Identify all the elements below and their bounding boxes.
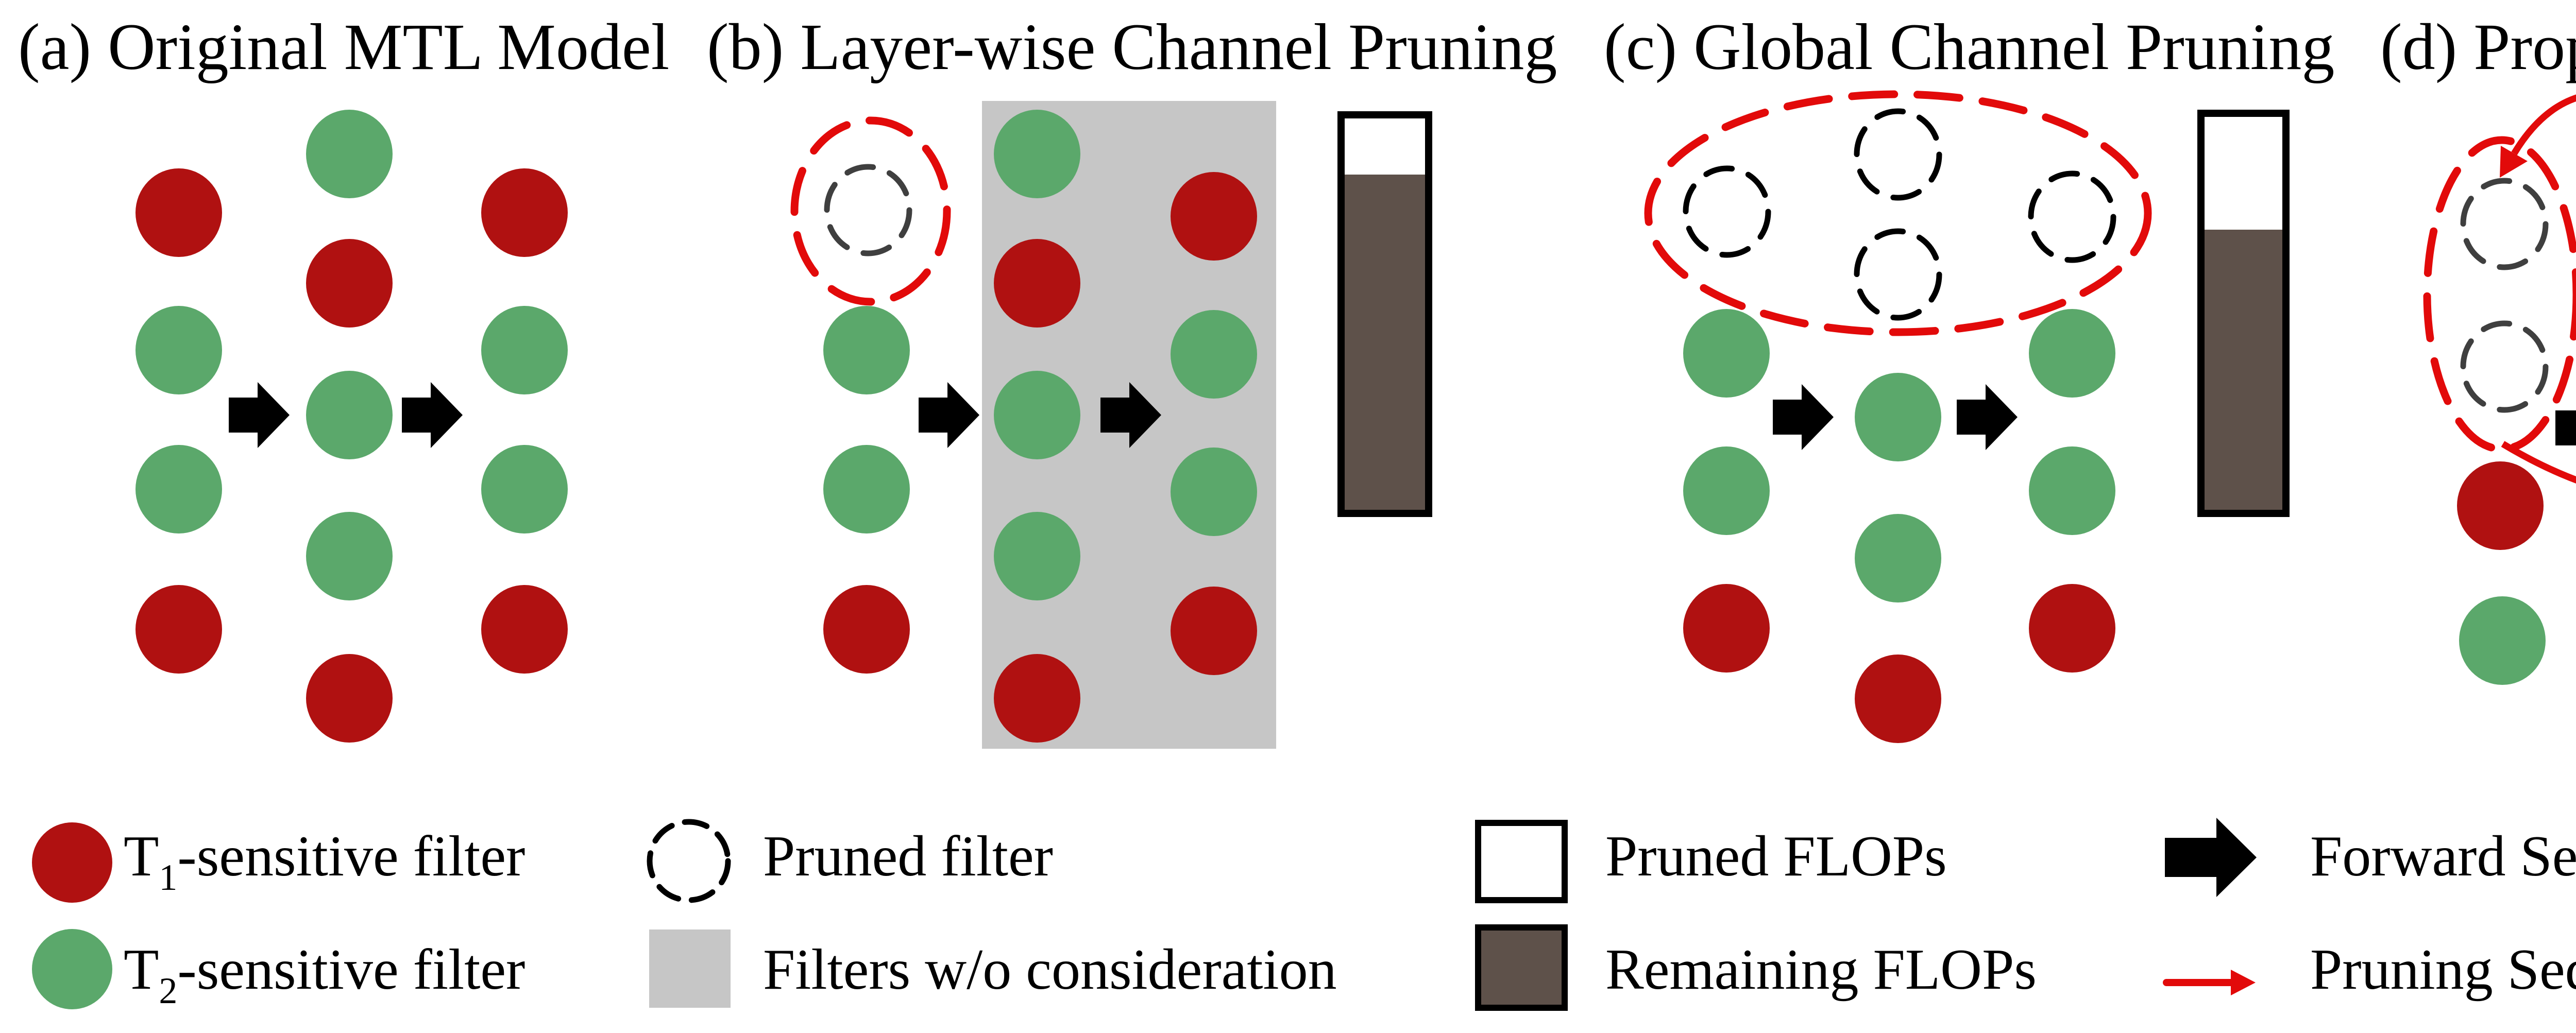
t2-sensitive-filter <box>306 110 393 198</box>
t2-sensitive-filter <box>135 306 222 394</box>
legend-label-pruning-sequence: Pruning Sequence <box>2310 938 2576 1002</box>
t2-sensitive-filter <box>823 306 910 394</box>
forward-sequence-arrow <box>402 382 463 448</box>
panel-a-shapes <box>135 110 568 743</box>
legend-t1-sub: 1 <box>159 857 177 898</box>
legend-label-t1-sensitive-filter: T1-sensitive filter <box>124 824 525 898</box>
forward-sequence-arrow <box>919 382 979 448</box>
pruning-sequence-arrow <box>2501 441 2576 484</box>
t2-sensitive-filter <box>481 445 568 533</box>
t1-sensitive-filter <box>481 585 568 674</box>
legend-swatch-forward-arrow <box>2165 818 2257 897</box>
legend-swatch-remaining-flops <box>1475 924 1568 1011</box>
legend-label-t2-sensitive-filter: T2-sensitive filter <box>124 938 525 1011</box>
t1-sensitive-filter <box>994 654 1080 743</box>
legend-t1-prefix: T <box>124 824 159 888</box>
panel-c-title: (c) Global Channel Pruning <box>1604 10 2334 83</box>
t1-sensitive-filter <box>306 654 393 743</box>
t2-sensitive-filter <box>1171 310 1257 399</box>
legend-swatch-pruned-flops <box>1475 820 1568 903</box>
panel-c-shapes <box>1644 90 2290 743</box>
pruned-filter <box>1683 165 1771 258</box>
legend-label-forward-sequence: Forward Sequence <box>2310 824 2576 888</box>
t1-sensitive-filter <box>135 585 222 674</box>
pruned-filter <box>2460 178 2549 270</box>
legend-swatches <box>32 818 2257 1011</box>
panel-b-title: (b) Layer-wise Channel Pruning <box>707 10 1557 83</box>
t1-sensitive-filter <box>1683 584 1770 673</box>
t2-sensitive-filter <box>2029 446 2115 535</box>
panel-b-shapes <box>790 101 1432 749</box>
legend-label-pruned-flops: Pruned FLOPs <box>1605 824 1947 888</box>
t1-sensitive-filter <box>823 585 910 674</box>
prune-group-ellipse <box>1644 90 2152 336</box>
t1-sensitive-filter <box>306 239 393 328</box>
t1-sensitive-filter <box>1171 172 1257 261</box>
forward-sequence-arrow <box>1100 382 1161 448</box>
pruned-filter <box>2460 320 2549 413</box>
t1-sensitive-filter <box>481 168 568 257</box>
forward-sequence-arrow <box>1773 384 1834 450</box>
flops-bar-remaining <box>2205 230 2282 510</box>
pruned-filter <box>1854 228 1942 321</box>
t2-sensitive-filter <box>823 445 910 533</box>
t2-sensitive-filter <box>135 445 222 533</box>
panel-d-shapes <box>2423 94 2576 685</box>
t2-sensitive-filter <box>1171 447 1257 536</box>
t2-sensitive-filter <box>1683 446 1770 535</box>
panel-d: (d) Proposed Method <box>2380 10 2576 685</box>
prune-group-ellipse <box>2423 136 2576 453</box>
legend-t1-rest: -sensitive filter <box>177 824 525 888</box>
panel-a: (a) Original MTL Model <box>18 10 669 743</box>
panel-b: (b) Layer-wise Channel Pruning <box>707 10 1557 749</box>
forward-sequence-arrow <box>229 382 290 448</box>
pruning-sequence-arrow <box>2511 94 2576 156</box>
t2-sensitive-filter <box>1855 373 1941 461</box>
t2-sensitive-filter <box>306 371 393 459</box>
t1-sensitive-filter <box>994 239 1080 328</box>
pruned-filter <box>2028 170 2116 263</box>
t2-sensitive-filter <box>1855 514 1941 602</box>
t2-sensitive-filter <box>994 110 1080 198</box>
legend-swatch-gray-region <box>649 929 731 1008</box>
panel-d-title: (d) Proposed Method <box>2380 10 2576 83</box>
t2-sensitive-filter <box>994 371 1080 459</box>
legend-t2-sub: 2 <box>159 970 177 1011</box>
t2-sensitive-filter <box>2029 309 2115 398</box>
prune-group-ellipse <box>790 116 951 306</box>
pruning-sequence-arrowhead <box>2500 146 2528 178</box>
legend-swatch-pruned-filter <box>647 819 731 903</box>
forward-sequence-arrow <box>2555 410 2576 445</box>
pruned-filter <box>1854 108 1942 201</box>
legend-swatch-t1_red-circle <box>32 822 112 903</box>
flops-bar-remaining <box>1345 175 1425 510</box>
t1-sensitive-filter <box>135 168 222 257</box>
legend-label-pruned-filter: Pruned filter <box>763 824 1053 888</box>
legend: T1-sensitive filter T2-sensitive filter … <box>32 818 2576 1011</box>
panel-a-title: (a) Original MTL Model <box>18 10 669 83</box>
t2-sensitive-filter <box>994 512 1080 600</box>
t2-sensitive-filter <box>2459 596 2546 685</box>
t2-sensitive-filter <box>481 306 568 394</box>
legend-label-filters-wo-consideration: Filters w/o consideration <box>763 938 1337 1002</box>
forward-sequence-arrow <box>1957 384 2018 450</box>
t1-sensitive-filter <box>1171 587 1257 675</box>
legend-t2-rest: -sensitive filter <box>177 938 525 1002</box>
legend-swatch-pruning-arrowhead <box>2231 970 2256 995</box>
t1-sensitive-filter <box>2457 461 2544 550</box>
pruned-filter <box>824 164 912 256</box>
t2-sensitive-filter <box>1683 309 1770 398</box>
t1-sensitive-filter <box>1855 655 1941 743</box>
t2-sensitive-filter <box>306 512 393 600</box>
legend-t2-prefix: T <box>124 938 159 1002</box>
panel-c: (c) Global Channel Pruning <box>1604 10 2334 743</box>
t1-sensitive-filter <box>2029 584 2115 673</box>
legend-label-remaining-flops: Remaining FLOPs <box>1605 938 2037 1002</box>
legend-swatch-t2_green-circle <box>32 929 112 1009</box>
